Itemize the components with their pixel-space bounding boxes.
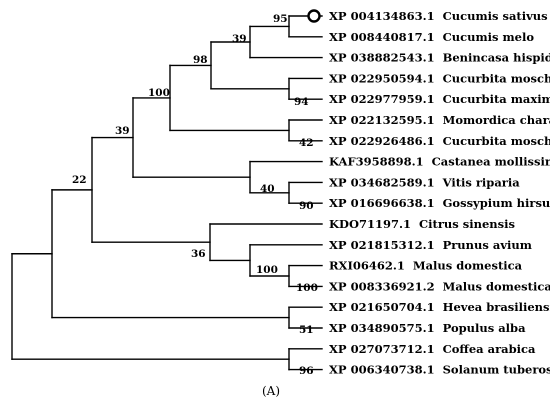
leaf-label: XP 022977959.1 Cucurbita maxima — [329, 92, 550, 106]
bootstrap-cucurbitaceae-plus: 39 — [115, 125, 130, 137]
open-circle-icon — [307, 9, 321, 23]
leaf-label: RXI06462.1 Malus domestica — [329, 259, 523, 273]
leaf-label: KAF3958898.1 Castanea mollissima — [329, 155, 550, 169]
bootstrap-benincasa-cucurbita: 98 — [193, 54, 208, 66]
bootstrap-labels: 95 39 98 94 100 42 39 90 40 22 100 100 3… — [72, 13, 318, 377]
leaf-label: XP 008440817.1 Cucumis melo — [329, 30, 534, 44]
leaf-labels: XP 004134863.1 Cucumis sativus XP 0084408… — [329, 9, 550, 377]
tree-branches — [11, 15, 323, 371]
leaf-label: XP 027073712.1 Coffea arabica — [329, 342, 536, 356]
bootstrap-cucurbitaceae: 100 — [148, 87, 170, 99]
bootstrap-coffea-solanum: 96 — [299, 365, 314, 377]
bootstrap-cucurbita-pair: 94 — [294, 96, 309, 108]
leaf-label: XP 016696638.1 Gossypium hirsutum — [329, 196, 550, 210]
leaf-label: XP 022926486.1 Cucurbita moschata — [329, 134, 550, 148]
bootstrap-citrus-rosaceae: 36 — [191, 248, 206, 260]
leaf-label: XP 006340738.1 Solanum tuberosum — [329, 363, 550, 377]
leaf-label: XP 004134863.1 Cucumis sativus — [329, 9, 548, 23]
leaf-label: XP 034890575.1 Populus alba — [329, 321, 526, 335]
bootstrap-sativus-melo: 95 — [273, 13, 288, 25]
bootstrap-hevea-populus: 51 — [299, 324, 314, 336]
leaf-label: XP 021815312.1 Prunus avium — [329, 238, 532, 252]
leaf-label: XP 022950594.1 Cucurbita moschata — [329, 71, 550, 85]
bootstrap-cucumis-benincasa: 39 — [232, 33, 247, 45]
leaf-label: XP 008336921.2 Malus domestica — [329, 279, 550, 293]
bootstrap-vitis-gossypium: 90 — [299, 200, 314, 212]
leaf-label: XP 038882543.1 Benincasa hispida — [329, 51, 550, 65]
bootstrap-core-clade: 22 — [72, 174, 87, 186]
leaf-label: XP 022132595.1 Momordica charantia — [329, 113, 550, 127]
bootstrap-prunus-malus: 100 — [256, 264, 278, 276]
leaf-label: XP 034682589.1 Vitis riparia — [329, 175, 520, 189]
leaf-label: XP 021650704.1 Hevea brasiliensis — [329, 300, 550, 314]
leaf-label: KDO71197.1 Citrus sinensis — [329, 217, 515, 231]
bootstrap-malus-pair: 100 — [296, 282, 318, 294]
bootstrap-momordica-cucurbita: 42 — [299, 137, 314, 149]
panel-label: (A) — [262, 384, 280, 398]
bootstrap-castanea-clade: 40 — [260, 183, 275, 195]
